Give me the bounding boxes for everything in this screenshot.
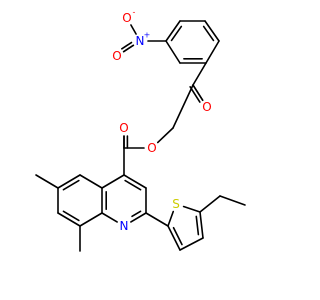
- ester-oxygen-double-label: O: [119, 121, 128, 135]
- bond-34: [79, 174, 103, 189]
- molecule-structure-diagram: N + O - O O O O N S: [35, 8, 246, 252]
- bond-5: [165, 20, 181, 42]
- bond-33: [101, 174, 125, 189]
- bond-14: [192, 62, 207, 86]
- bond-2: [121, 41, 133, 50]
- ester-oxygen-single-label: O: [147, 141, 156, 155]
- nitro-nitrogen: N +: [136, 31, 151, 49]
- bond-17: [192, 84, 204, 102]
- bonds: [35, 20, 246, 252]
- bond-43: [145, 212, 169, 227]
- thiophene-sulfur-label: S: [172, 197, 180, 211]
- bond-45: [182, 205, 201, 213]
- bond-19: [156, 127, 174, 144]
- bond-10: [205, 40, 220, 64]
- molecule-svg: N + O - O O O O N S: [35, 8, 246, 252]
- bond-25: [123, 174, 147, 189]
- bond-36: [62, 179, 80, 191]
- bond-50: [172, 226, 183, 246]
- nitro-oxygen-label: O: [112, 49, 121, 63]
- quinoline-nitrogen: N: [120, 219, 129, 233]
- bond-26: [124, 179, 142, 191]
- quinoline-nitrogen-label: N: [120, 219, 129, 233]
- bond-3: [122, 44, 135, 53]
- bond-9: [202, 25, 215, 42]
- bond-40: [79, 212, 103, 227]
- atom-labels: N + O - O O O O N S: [112, 8, 211, 234]
- bond-49: [167, 225, 181, 251]
- bond-35: [57, 174, 81, 189]
- bond-18: [172, 84, 194, 129]
- ester-oxygen-double: O: [119, 121, 128, 135]
- bond-8: [204, 20, 220, 42]
- bond-39: [62, 210, 80, 222]
- nitro-oxygen-minus: O -: [122, 8, 135, 26]
- bond-46: [199, 211, 204, 239]
- bond-51: [199, 195, 221, 213]
- bond-47: [195, 215, 200, 236]
- bond-52: [219, 195, 246, 206]
- bond-48: [179, 237, 204, 251]
- bond-30: [101, 212, 118, 223]
- bond-13: [165, 40, 181, 64]
- nitro-oxygen-minus-label: O: [122, 11, 131, 25]
- nitro-nitrogen-charge: +: [144, 31, 151, 40]
- bond-0: [130, 24, 137, 35]
- bond-38: [57, 212, 81, 227]
- nitro-nitrogen-label: N: [136, 34, 145, 48]
- bond-28: [130, 212, 147, 223]
- ester-oxygen-single: O: [147, 141, 156, 155]
- bond-44: [167, 210, 175, 227]
- bond-6: [170, 25, 183, 42]
- nitro-oxygen: O: [112, 49, 121, 63]
- bond-41: [35, 174, 59, 189]
- nitro-oxygen-minus-charge: -: [133, 8, 136, 17]
- ketone-oxygen: O: [202, 100, 211, 114]
- ketone-oxygen-label: O: [202, 100, 211, 114]
- bond-29: [131, 210, 142, 218]
- thiophene-sulfur: S: [172, 197, 180, 211]
